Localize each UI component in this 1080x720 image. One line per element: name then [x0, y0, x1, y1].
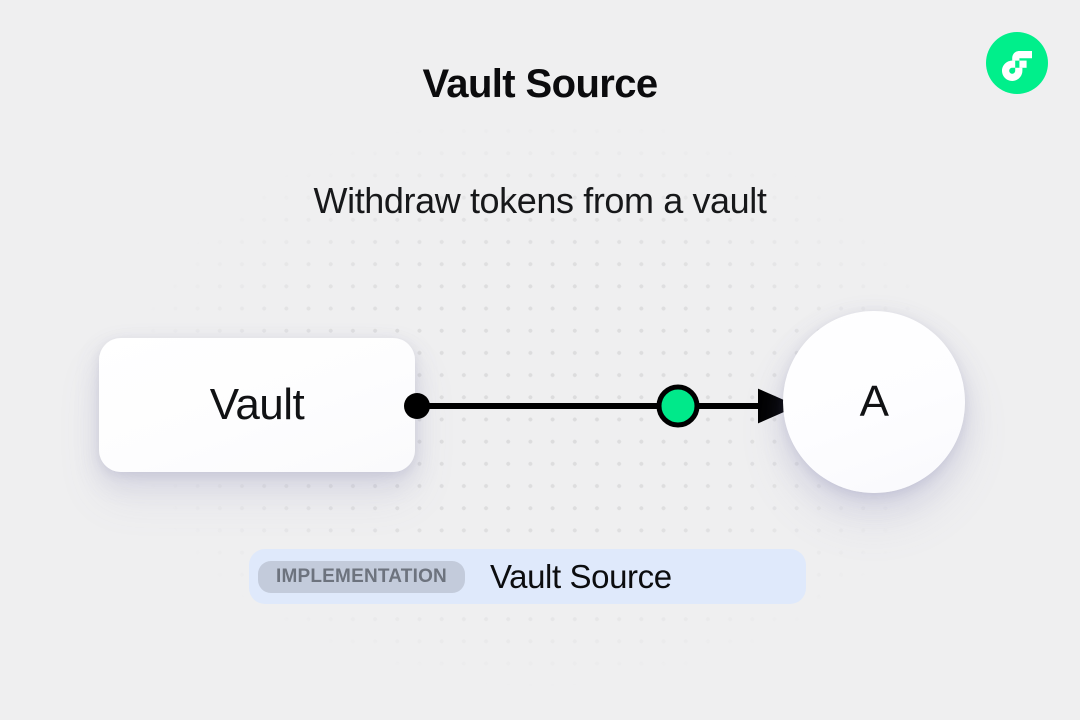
implementation-name: Vault Source: [489, 557, 672, 595]
page-subtitle: Withdraw tokens from a vault: [313, 180, 767, 221]
account-node[interactable]: A: [783, 311, 965, 493]
implementation-tag: IMPLEMENTATION: [258, 560, 465, 593]
page-title: Vault Source: [422, 62, 658, 106]
edge-midpoint-marker[interactable]: [656, 384, 700, 428]
flow-logo-icon: [986, 32, 1048, 94]
account-node-label: A: [859, 377, 889, 426]
vault-node-label: Vault: [209, 380, 305, 429]
implementation-badge: IMPLEMENTATION Vault Source: [249, 549, 806, 604]
vault-node[interactable]: Vault: [99, 338, 415, 472]
